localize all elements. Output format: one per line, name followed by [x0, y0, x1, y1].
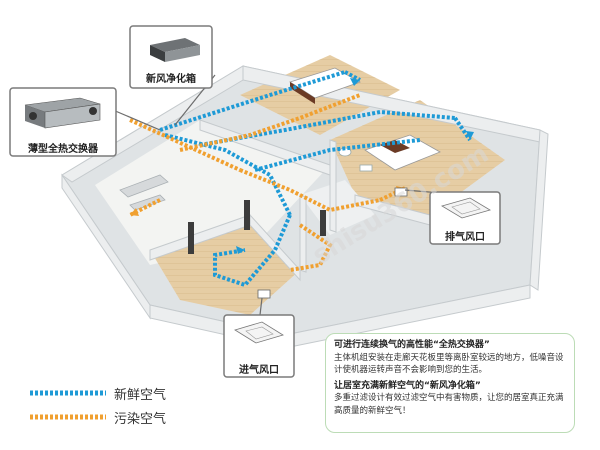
heat-exchanger-callout — [9, 87, 117, 157]
kitchen-cabinets — [119, 174, 169, 211]
intake-vent-callout — [223, 314, 295, 378]
doors — [188, 200, 326, 254]
legend-polluted-label: 污染空气 — [114, 412, 167, 427]
info-heading-purifier: 让居室充满新鲜空气的“新风净化箱” — [334, 380, 481, 391]
legend-fresh-label: 新鲜空气 — [114, 388, 167, 403]
legend-item-fresh: 新鲜空气 — [30, 381, 200, 405]
legend: 新鲜空气 污染空气 — [30, 381, 200, 429]
exhaust-vent-callout — [429, 191, 501, 245]
info-heading-exchanger: 可进行连续换气的高性能“全热交换器” — [334, 340, 490, 350]
exhaust-vent-unit — [394, 187, 408, 197]
heat-exchanger-label: 薄型全热交换器 — [28, 144, 98, 155]
info-panel: 可进行连续换气的高性能“全热交换器” 主体机组安装在走廊天花板里等离卧室较远的地… — [325, 333, 575, 433]
corridor-floor — [95, 120, 330, 265]
exhaust-vent-label: 排气风口 — [445, 232, 485, 243]
purifier-callout — [129, 25, 213, 89]
legend-item-polluted: 污染空气 — [30, 405, 200, 429]
fresh-air-ducts — [159, 70, 472, 288]
polluted-air-ducts — [129, 93, 406, 272]
info-body-purifier: 多重过滤设计有效过滤空气中有害物质，让您的居室真正充满高质量的新鲜空气！ — [334, 393, 564, 416]
purifier-label: 新风净化箱 — [146, 74, 196, 85]
intake-vent-label: 进气风口 — [239, 365, 279, 376]
intake-vent-unit — [257, 289, 271, 299]
info-body-exchanger: 主体机组安装在走廊天花板里等离卧室较远的地方，低噪音设计使机器运转声音不会影响到… — [334, 352, 564, 376]
